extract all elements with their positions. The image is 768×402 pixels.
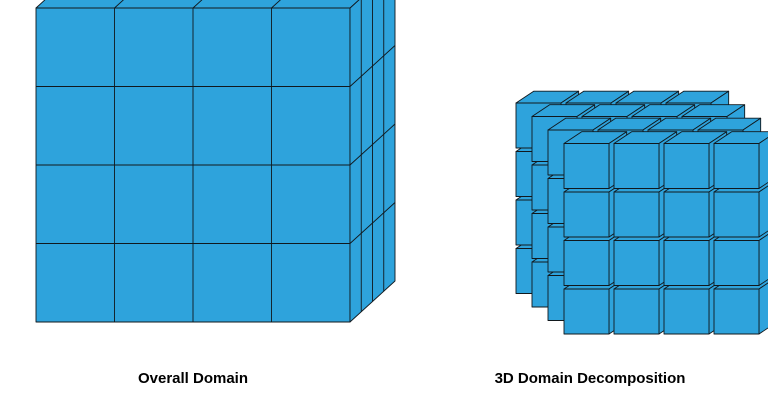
cube-front-face (563, 288, 610, 335)
subdomain-cube (713, 131, 768, 189)
decomposed-domain-cubes (515, 90, 768, 335)
side-grid-line (349, 45, 396, 87)
cube-front-face (663, 143, 710, 189)
cube-front-face (713, 240, 760, 286)
overall-domain-cube (35, 0, 396, 323)
cube-front-face (563, 143, 610, 189)
top-grid-line (271, 0, 281, 9)
cube-front-face (613, 240, 660, 286)
cube-front-face (713, 288, 760, 335)
cube-front-face (613, 191, 660, 238)
side-grid-line (349, 123, 396, 166)
cube-front-face (563, 191, 610, 238)
side-grid-line (349, 202, 396, 244)
cube-front-face (663, 191, 710, 238)
cube-front-face (663, 240, 710, 286)
top-grid-line (114, 0, 124, 9)
top-grid-line (192, 0, 203, 9)
cube-front-face (663, 288, 710, 335)
cube-front-face (713, 143, 760, 189)
top-face (35, 0, 360, 9)
cube-front-face (613, 288, 660, 335)
cube-front-face (713, 191, 760, 238)
decomposition-caption: 3D Domain Decomposition (494, 370, 686, 387)
overall-domain-caption: Overall Domain (137, 370, 249, 387)
cube-front-face (613, 143, 660, 189)
cube-front-face (563, 240, 610, 286)
